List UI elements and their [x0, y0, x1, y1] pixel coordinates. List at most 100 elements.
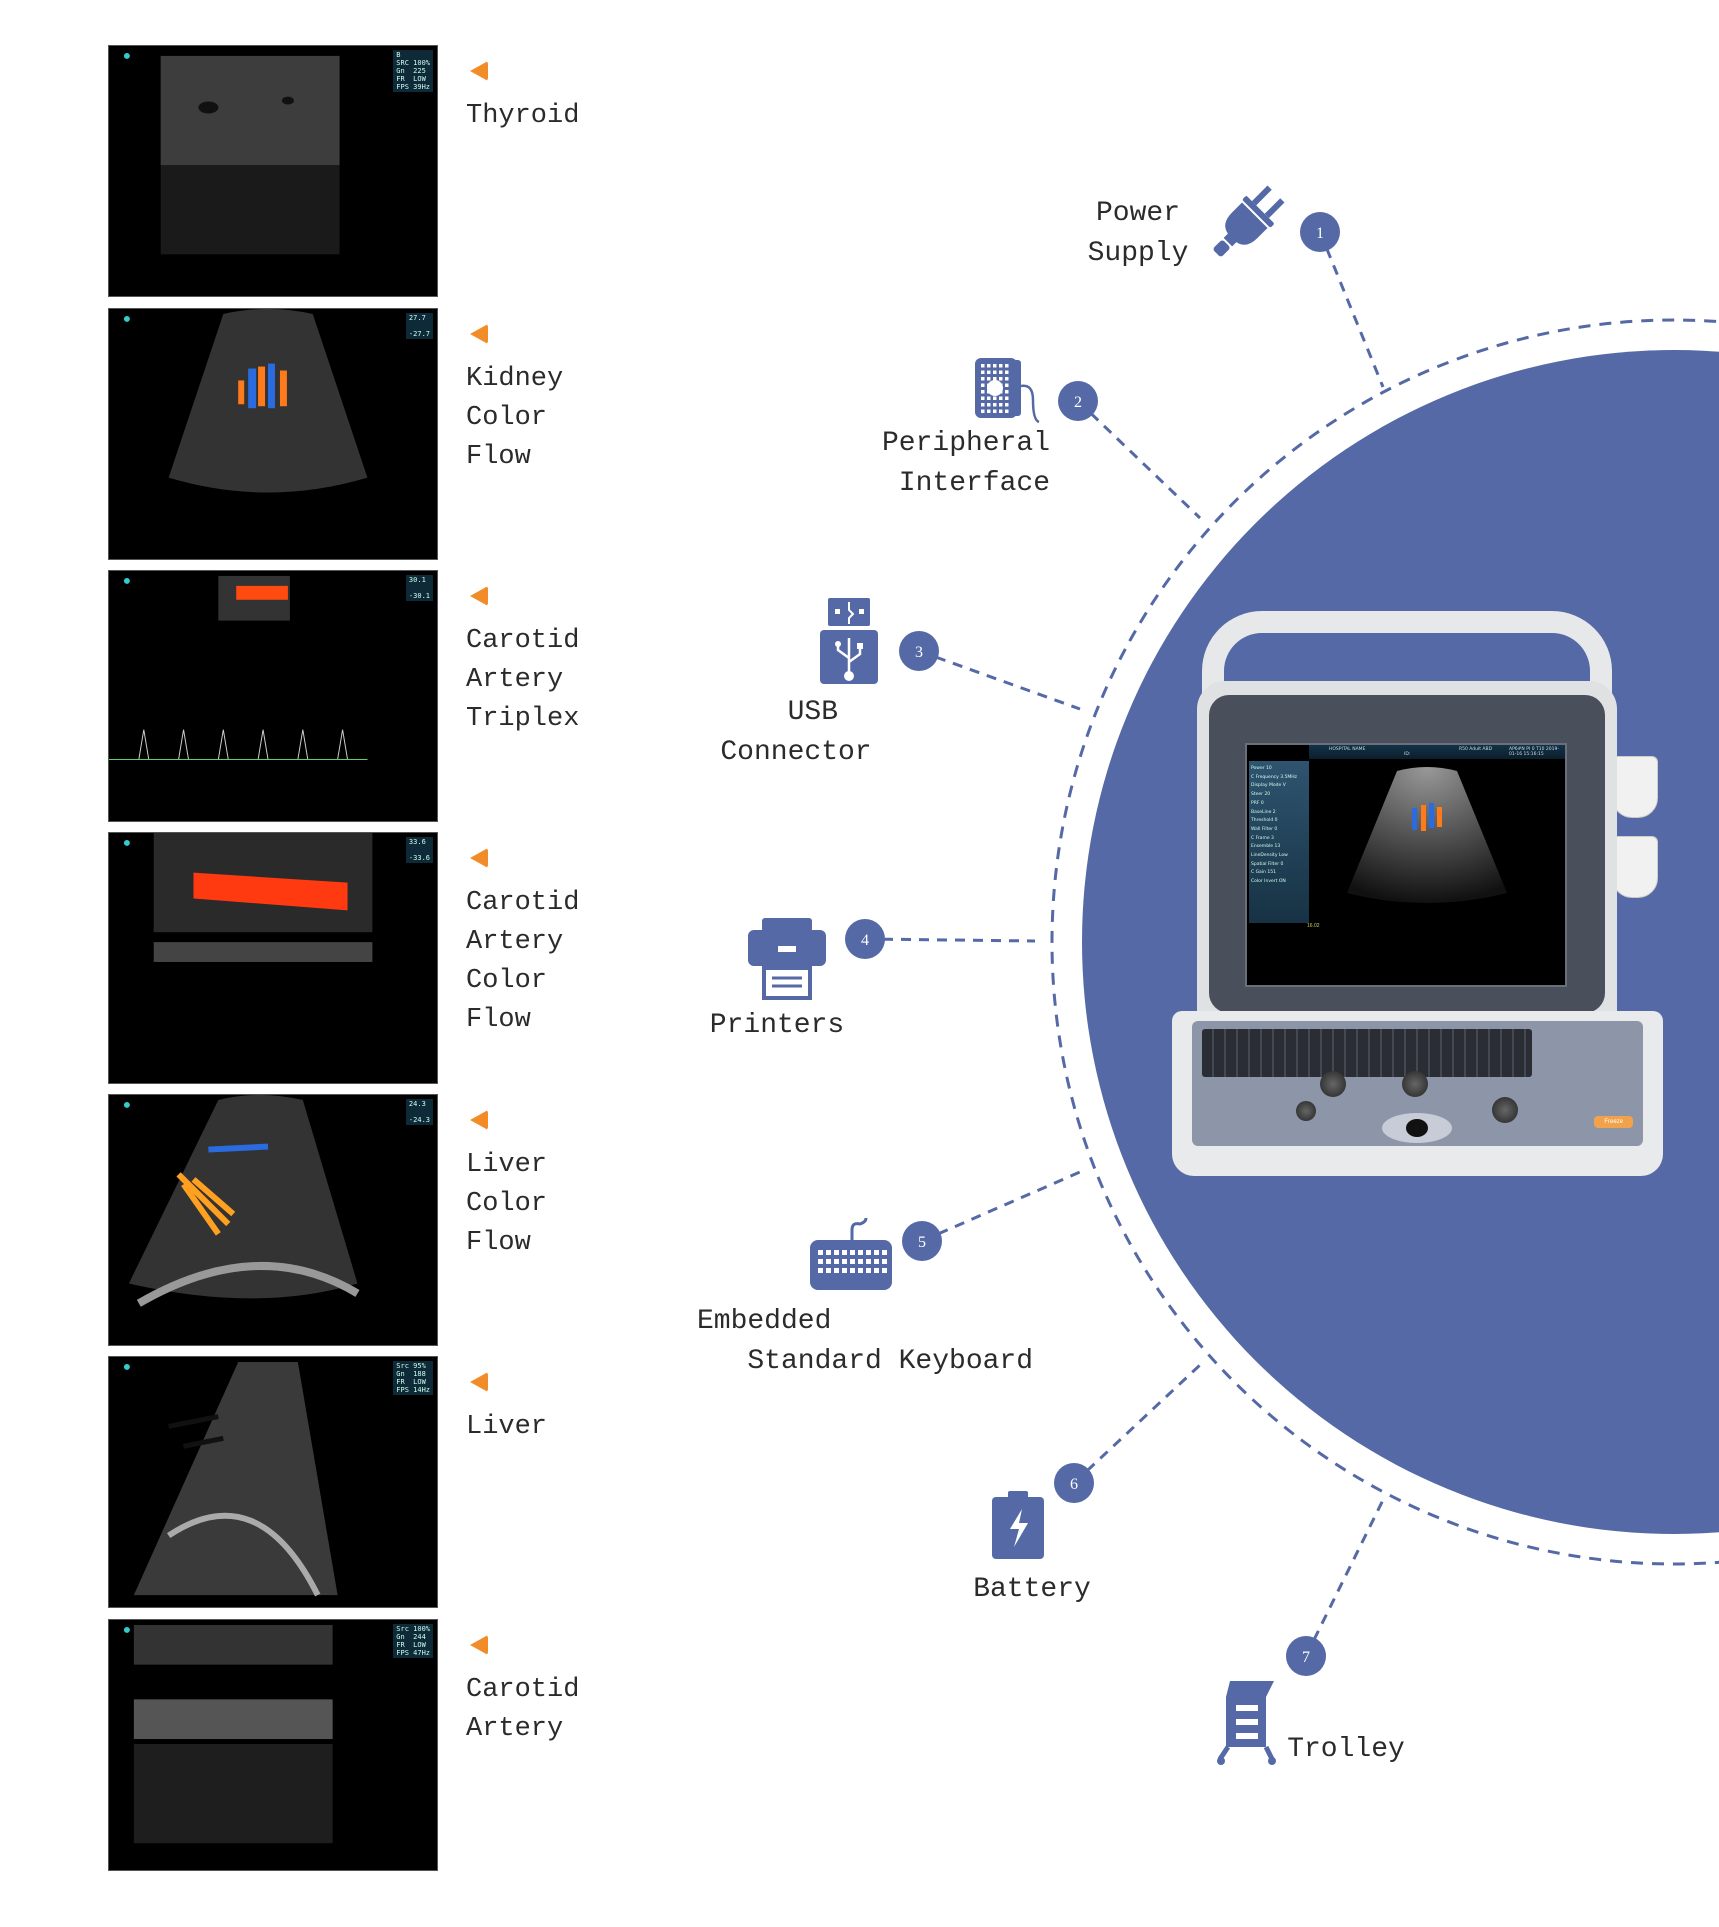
depth-readout: 16.02 — [1307, 923, 1320, 929]
screen-menu-item: C Gain 151 — [1251, 870, 1276, 876]
orange-arrow-icon — [470, 61, 488, 81]
scan-graphic — [123, 1095, 360, 1307]
ultrasound-image: Src 95% Gn 188 FR LOW FPS 14Hz — [108, 1356, 438, 1608]
label-battery: Battery — [973, 1574, 1091, 1605]
scan-label-line: Thyroid — [466, 101, 580, 131]
ultrasound-image: 24.3 -24.3 — [108, 1094, 438, 1346]
badge-number: 2 — [1074, 394, 1082, 411]
orange-arrow-icon — [470, 1635, 488, 1655]
dashed-connector — [1304, 1499, 1385, 1657]
scan-overlay-text: 24.3 -24.3 — [405, 1099, 433, 1125]
freeze-button[interactable]: Freeze — [1594, 1116, 1633, 1128]
scan-overlay-text: 33.6 -33.6 — [405, 837, 433, 863]
orange-arrow-icon — [470, 1372, 488, 1392]
ultrasound-device: HOSPITAL NAME ID: R50 Adult ABD AP6#N PI… — [1172, 611, 1663, 1191]
dashed-connector — [1076, 399, 1202, 520]
ultrasound-image: B SRC 100% Gn 225 FR LOW FPS 39Hz — [108, 45, 438, 297]
knob[interactable] — [1402, 1071, 1428, 1097]
scan-label: Liver — [466, 1372, 547, 1447]
screen-menu-item: Color Invert ON — [1251, 879, 1286, 885]
scan-label-line: Flow — [466, 1005, 531, 1035]
screen-menu-item: Spatial Filter 0 — [1251, 861, 1284, 867]
scan-label-line: Color — [466, 403, 548, 433]
badge-number: 6 — [1070, 1476, 1078, 1493]
number-badge — [1286, 1636, 1326, 1676]
scan-label-line: Carotid — [466, 888, 580, 918]
scan-overlay-text: 27.7 -27.7 — [405, 313, 433, 339]
knob[interactable] — [1296, 1101, 1316, 1121]
label-usb-connector: USB Connector — [720, 697, 872, 768]
scan-label: Thyroid — [466, 61, 579, 136]
datetime: AP6#N PI 0 T10 2019-01-16 15:16:15 — [1509, 747, 1559, 757]
number-badge — [1054, 1463, 1094, 1503]
dashed-ring — [1050, 318, 1719, 1566]
badge-number: 4 — [861, 932, 869, 949]
scan-graphic — [123, 1361, 338, 1597]
badge-number: 5 — [918, 1234, 926, 1251]
usb-icon — [820, 598, 878, 684]
screen-menu-item: Steer 20 — [1251, 792, 1271, 798]
knob[interactable] — [1320, 1071, 1346, 1097]
dashed-connector — [921, 1170, 1081, 1243]
speaker-icon — [975, 358, 1040, 424]
printer-icon — [748, 918, 826, 1000]
scan-label-line: Artery — [466, 1714, 564, 1744]
dashed-connector — [1072, 1363, 1202, 1485]
orange-arrow-icon — [470, 1110, 488, 1130]
scan-overlay-text: 30.1 -30.1 — [405, 575, 433, 601]
screen-menu-item: BaseLine 2 — [1251, 809, 1276, 815]
scan-overlay-text: Src 95% Gn 188 FR LOW FPS 14Hz — [393, 1361, 433, 1395]
dashed-connector — [864, 937, 1036, 943]
badge-number: 3 — [915, 644, 923, 661]
trackball[interactable] — [1382, 1113, 1452, 1143]
hospital-name: HOSPITAL NAME — [1329, 747, 1366, 752]
keyboard[interactable] — [1202, 1029, 1532, 1077]
number-badge — [899, 631, 939, 671]
scan-label-line: Liver — [466, 1412, 548, 1442]
scan-label-line: Carotid — [466, 1675, 580, 1705]
orange-arrow-icon — [470, 324, 488, 344]
number-badge — [902, 1221, 942, 1261]
scan-graphic — [123, 52, 340, 255]
probe-info: R50 Adult ABD — [1459, 747, 1493, 752]
scan-label-line: Liver — [466, 1150, 548, 1180]
orange-arrow-icon — [470, 848, 488, 868]
orange-arrow-icon — [470, 586, 488, 606]
ultrasound-image: Src 100% Gn 244 FR LOW FPS 47Hz — [108, 1619, 438, 1871]
ultrasound-image: 33.6 -33.6 — [108, 832, 438, 1084]
scan-overlay-text: Src 100% Gn 244 FR LOW FPS 47Hz — [393, 1624, 433, 1658]
scan-graphic — [123, 1624, 333, 1844]
screen-menu-item: Ensemble 13 — [1251, 844, 1281, 850]
scan-label-line: Artery — [466, 927, 564, 957]
screen-scan-image — [1347, 767, 1507, 903]
patient-id: ID: — [1404, 752, 1411, 757]
label-peripheral-interface: Peripheral Interface — [881, 428, 1051, 499]
label-trolley: Trolley — [1287, 1734, 1405, 1765]
keyboard-icon — [810, 1218, 892, 1290]
scan-graphic — [123, 833, 373, 962]
dashed-connector — [918, 649, 1081, 711]
label-printers: Printers — [709, 1010, 845, 1041]
scan-graphic — [123, 309, 368, 493]
scan-label-line: Kidney — [466, 364, 564, 394]
scan-label-line: Color — [466, 966, 548, 996]
scan-label-line: Triplex — [466, 704, 580, 734]
scan-label-line: Flow — [466, 1228, 531, 1258]
ultrasound-image: 30.1 -30.1 — [108, 570, 438, 822]
screen-menu-item: Threshold 0 — [1251, 818, 1278, 824]
probe-holder — [1612, 836, 1658, 898]
trolley-icon — [1217, 1681, 1276, 1765]
badge-number: 7 — [1302, 1649, 1310, 1666]
knob[interactable] — [1492, 1097, 1518, 1123]
number-badge — [845, 919, 885, 959]
number-badge — [1300, 212, 1340, 252]
scan-label-line: Artery — [466, 665, 564, 695]
badge-number: 1 — [1316, 225, 1324, 242]
screen-menu-item: PRF 0 — [1251, 800, 1264, 806]
screen-header: HOSPITAL NAME ID: R50 Adult ABD AP6#N PI… — [1309, 745, 1565, 759]
